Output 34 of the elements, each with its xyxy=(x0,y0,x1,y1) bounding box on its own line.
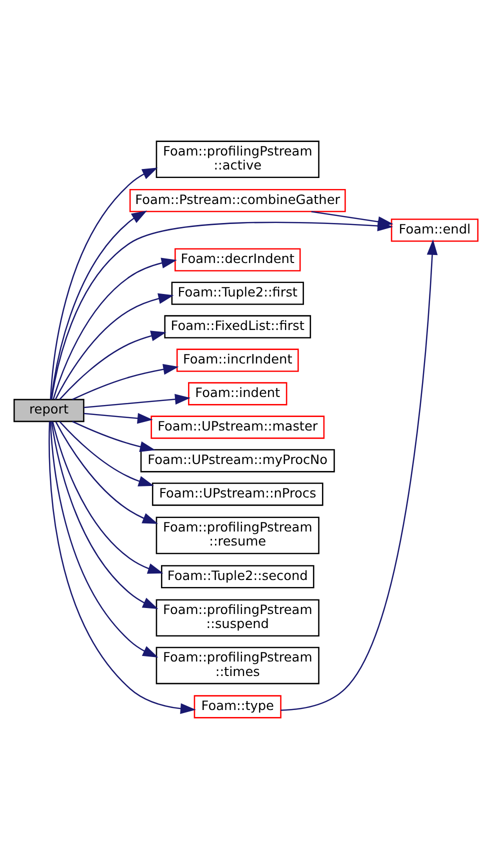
arrow xyxy=(52,258,176,400)
node-box: Foam::profilingPstream ::active xyxy=(155,140,319,178)
node-box: Foam::endl xyxy=(390,218,478,242)
node-box: Foam::decrIndent xyxy=(174,248,300,272)
arrow xyxy=(83,412,152,424)
arrow xyxy=(54,293,174,400)
arrow xyxy=(72,420,155,452)
node-box: Foam::indent xyxy=(188,382,287,406)
node-box: Foam::incrIndent xyxy=(176,348,298,372)
arrow xyxy=(50,422,158,609)
node-box: Foam::FixedList::first xyxy=(164,315,311,338)
node-box: Foam::UPstream::master xyxy=(150,416,324,439)
node-box: Foam::Pstream::combineGather xyxy=(128,188,346,212)
node-box: report xyxy=(13,398,84,422)
node-box: Foam::type xyxy=(193,695,281,718)
arrow xyxy=(280,239,438,711)
node-box: Foam::Tuple2::first xyxy=(170,282,304,305)
node-box: Foam::profilingPstream ::resume xyxy=(155,516,319,554)
arrow xyxy=(72,364,178,400)
arrow xyxy=(83,394,190,408)
node-box: Foam::profilingPstream ::times xyxy=(155,646,319,684)
node-box: Foam::UPstream::myProcNo xyxy=(140,449,334,472)
arrow xyxy=(49,422,158,658)
arrow xyxy=(58,330,166,400)
node-box: Foam::UPstream::nProcs xyxy=(151,482,323,506)
node-box: Foam::profilingPstream ::suspend xyxy=(155,599,319,637)
arrow xyxy=(50,210,147,400)
arrow xyxy=(54,422,158,524)
arrow xyxy=(310,210,393,228)
arrow xyxy=(52,421,163,574)
arrow xyxy=(48,422,196,714)
arrow xyxy=(49,168,158,400)
arrow xyxy=(58,421,154,486)
node-box: Foam::Tuple2::second xyxy=(160,565,314,588)
